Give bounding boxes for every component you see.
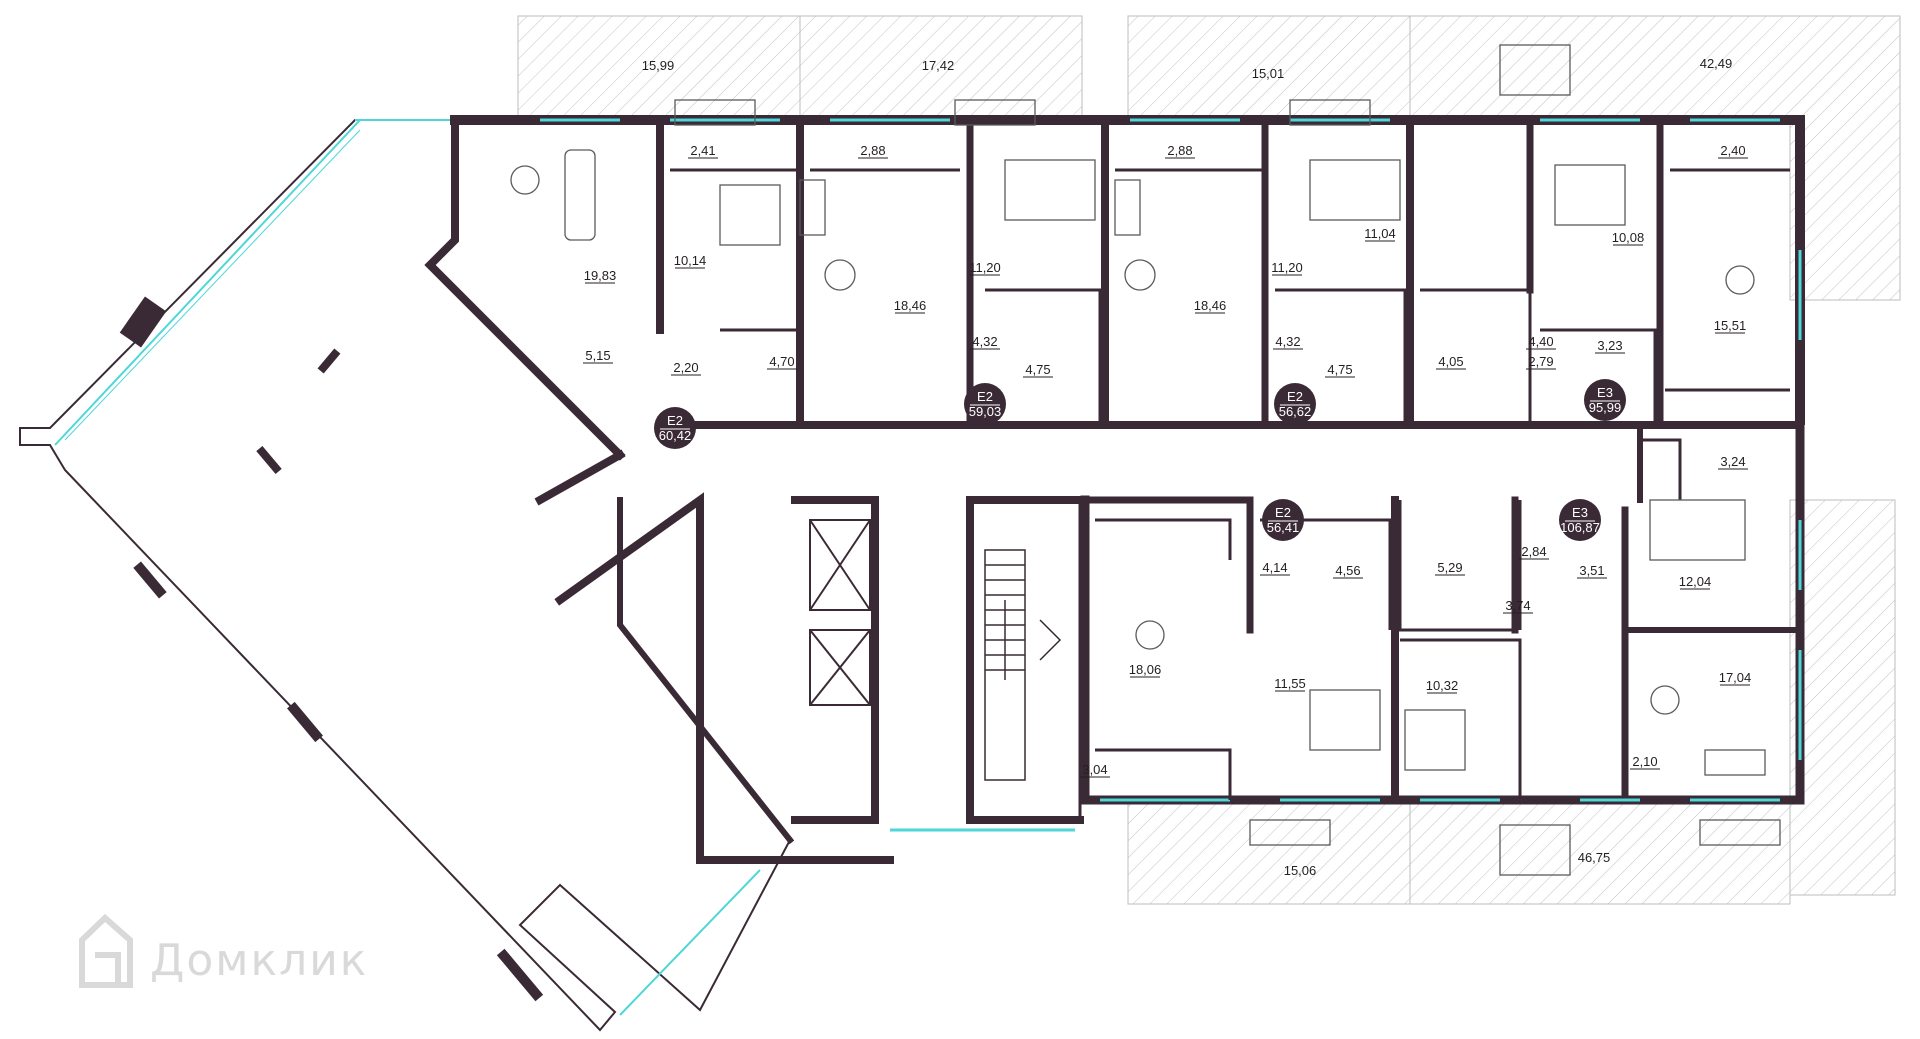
apartment-area: 106,87 [1560,520,1600,535]
room-area-label: 2,79 [1528,354,1553,369]
apartment-badge-circle [1584,379,1626,421]
room-labels: 2,41 2,88 2,88 2,40 19,83 10,14 18,46 11,20 18,4… [583,143,1752,778]
terrace-labels: 15,99 17,42 15,01 42,49 15,06 46,75 [642,56,1733,878]
apartment-type: E2 [1275,505,1291,520]
room-area-label: 4,75 [1327,362,1352,377]
room-area-label: 2,10 [1632,754,1657,769]
room-area-label: 4,75 [1025,362,1050,377]
room-area-label: 2,84 [1521,544,1546,559]
furniture [510,44,1781,876]
commercial-block [19,119,791,1032]
room-area-label: 4,70 [769,354,794,369]
room-area-label: 4,32 [1275,334,1300,349]
room-area-label: 10,32 [1426,678,1459,693]
terrace-area-label: 17,42 [922,58,955,73]
room-area-label: 19,83 [584,268,617,283]
terrace-3 [1127,15,1411,119]
room-area-label: 5,29 [1437,560,1462,575]
room-area-label: 2,41 [690,143,715,158]
terrace-5 [1127,797,1411,905]
room-area-label: 15,51 [1714,318,1747,333]
terrace-area-label: 46,75 [1578,850,1611,865]
apartment-badge-circle [1262,499,1304,541]
room-area-label: 11,20 [1271,260,1303,275]
terraces [517,15,1901,905]
room-area-label: 4,56 [1335,563,1360,578]
terrace-4 [1409,15,1901,301]
commercial-wall-stubs [119,296,544,1002]
room-area-label: 12,04 [1679,574,1712,589]
room-area-label: 3,04 [1082,762,1107,777]
room-area-label: 4,14 [1262,560,1287,575]
apartment-area: 56,62 [1279,404,1312,419]
apartment-area: 95,99 [1589,400,1622,415]
apartment-badge-circle [1559,499,1601,541]
terrace-area-label: 15,99 [642,58,675,73]
watermark-text: Домклик [150,935,368,986]
room-area-label: 2,88 [1167,143,1192,158]
terrace-6 [1409,797,1791,905]
stairs [984,549,1062,781]
apartment-type: E2 [1287,389,1303,404]
room-area-label: 4,05 [1438,354,1463,369]
terrace-right-lower [1789,499,1896,896]
room-area-label: 2,88 [860,143,885,158]
apartment-area: 60,42 [659,428,692,443]
room-area-label: 18,46 [894,298,927,313]
windows [540,118,1802,832]
watermark: Домклик [79,913,368,988]
room-area-label: 10,14 [674,253,707,268]
apartment-type: E3 [1597,385,1613,400]
room-area-label: 17,04 [1719,670,1752,685]
room-area-label: 4,32 [972,334,997,349]
terrace-area-label: 15,06 [1284,863,1317,878]
apartment-area: 56,41 [1267,520,1300,535]
room-area-label: 3,74 [1505,598,1530,613]
room-area-label: 2,20 [673,360,698,375]
room-area-label: 18,06 [1129,662,1162,677]
room-area-label: 2,40 [1720,143,1745,158]
terrace-1 [517,15,801,119]
apartment-badge-circle [1274,383,1316,425]
apartment-type: E2 [977,389,993,404]
room-area-label: 3,23 [1597,338,1622,353]
apartment-area: 59,03 [969,404,1002,419]
room-area-label: 11,55 [1274,676,1306,691]
terrace-area-label: 15,01 [1252,66,1285,81]
room-area-label: 11,20 [969,260,1001,275]
apartment-type: E3 [1572,505,1588,520]
apartment-badge-circle [654,407,696,449]
room-area-label: 11,04 [1364,226,1396,241]
room-area-label: 5,15 [585,348,610,363]
apartment-badge-circle [964,383,1006,425]
house-logo-icon [79,913,133,988]
inner-partitions [670,168,1790,800]
room-area-label: 4,40 [1528,334,1553,349]
room-area-label: 3,51 [1579,563,1604,578]
apartment-badges: E260,42E259,03E256,62E395,99E256,41E3106… [654,379,1626,541]
terrace-area-label: 42,49 [1700,56,1733,71]
room-area-label: 10,08 [1612,230,1645,245]
room-area-label: 3,24 [1720,454,1745,469]
elevators [809,519,871,706]
apartment-type: E2 [667,413,683,428]
room-area-label: 18,46 [1194,298,1227,313]
